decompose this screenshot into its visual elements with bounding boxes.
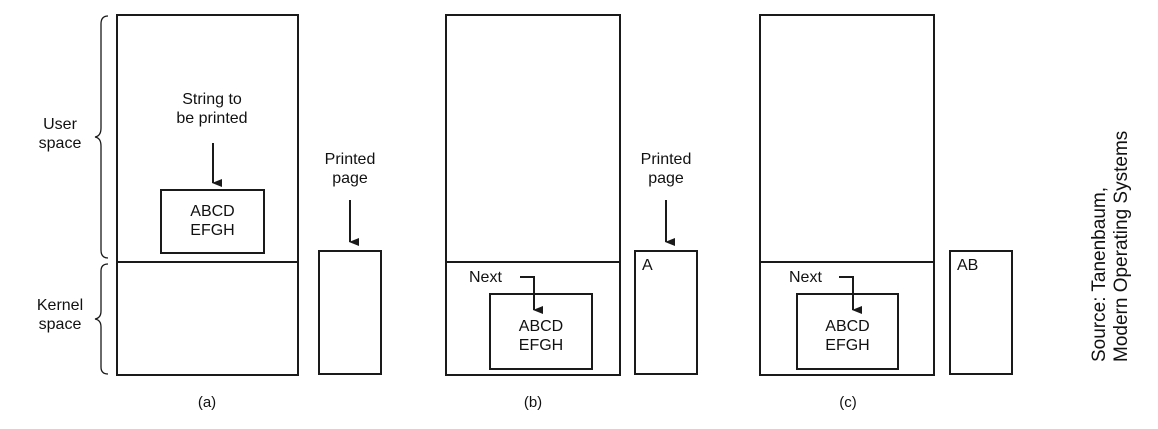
next-pointer-arrow-b	[520, 276, 543, 314]
caption-a: (a)	[197, 394, 217, 411]
kernel-space-label: Kernel space	[22, 296, 98, 334]
page-content-b: A	[642, 257, 653, 274]
kernel-space-line1: Kernel	[36, 297, 84, 314]
printed-page-c: AB	[949, 250, 1013, 375]
next-label-c: Next	[789, 269, 822, 286]
caption-c: (c)	[839, 394, 857, 411]
user-kernel-divider-b	[445, 261, 621, 263]
printed-page-line1-b: Printed	[640, 151, 692, 168]
printed-page-line2-a: page	[332, 170, 368, 187]
buffer-text-c: ABCD EFGH	[798, 317, 897, 355]
next-label-b: Next	[469, 269, 502, 286]
buffer-line2-c: EFGH	[825, 337, 870, 354]
user-buffer-a: ABCD EFGH	[160, 189, 265, 254]
user-space-brace	[94, 15, 109, 259]
printed-page-line2-b: page	[648, 170, 684, 187]
caption-b: (b)	[523, 394, 543, 411]
next-pointer-arrow-c	[839, 276, 862, 314]
page-content-c: AB	[957, 257, 979, 274]
buffer-line1-c: ABCD	[825, 318, 870, 335]
printed-page-label-a: Printed page	[312, 150, 388, 188]
kernel-space-line2: space	[38, 316, 82, 333]
kernel-buffer-c: ABCD EFGH	[796, 293, 899, 370]
string-to-print-label: String to be printed	[160, 90, 264, 128]
printed-page-a	[318, 250, 382, 375]
buffer-line2-a: EFGH	[190, 222, 235, 239]
user-kernel-divider-a	[116, 261, 299, 263]
printed-page-label-b: Printed page	[628, 150, 704, 188]
string-to-print-line2: be printed	[176, 110, 248, 127]
printed-page-b: A	[634, 250, 698, 375]
buffer-text-a: ABCD EFGH	[162, 202, 263, 240]
user-space-line1: User	[43, 116, 77, 133]
buffer-text-b: ABCD EFGH	[491, 317, 591, 355]
user-kernel-divider-c	[759, 261, 935, 263]
user-space-label: User space	[22, 115, 98, 153]
user-space-line2: space	[38, 135, 82, 152]
kernel-space-brace	[94, 263, 109, 375]
kernel-buffer-b: ABCD EFGH	[489, 293, 593, 370]
buffer-line1-a: ABCD	[190, 203, 235, 220]
string-to-print-line1: String to	[182, 91, 242, 108]
buffer-line2-b: EFGH	[518, 337, 564, 354]
printed-page-line1-a: Printed	[324, 151, 376, 168]
buffer-line1-b: ABCD	[518, 318, 564, 335]
